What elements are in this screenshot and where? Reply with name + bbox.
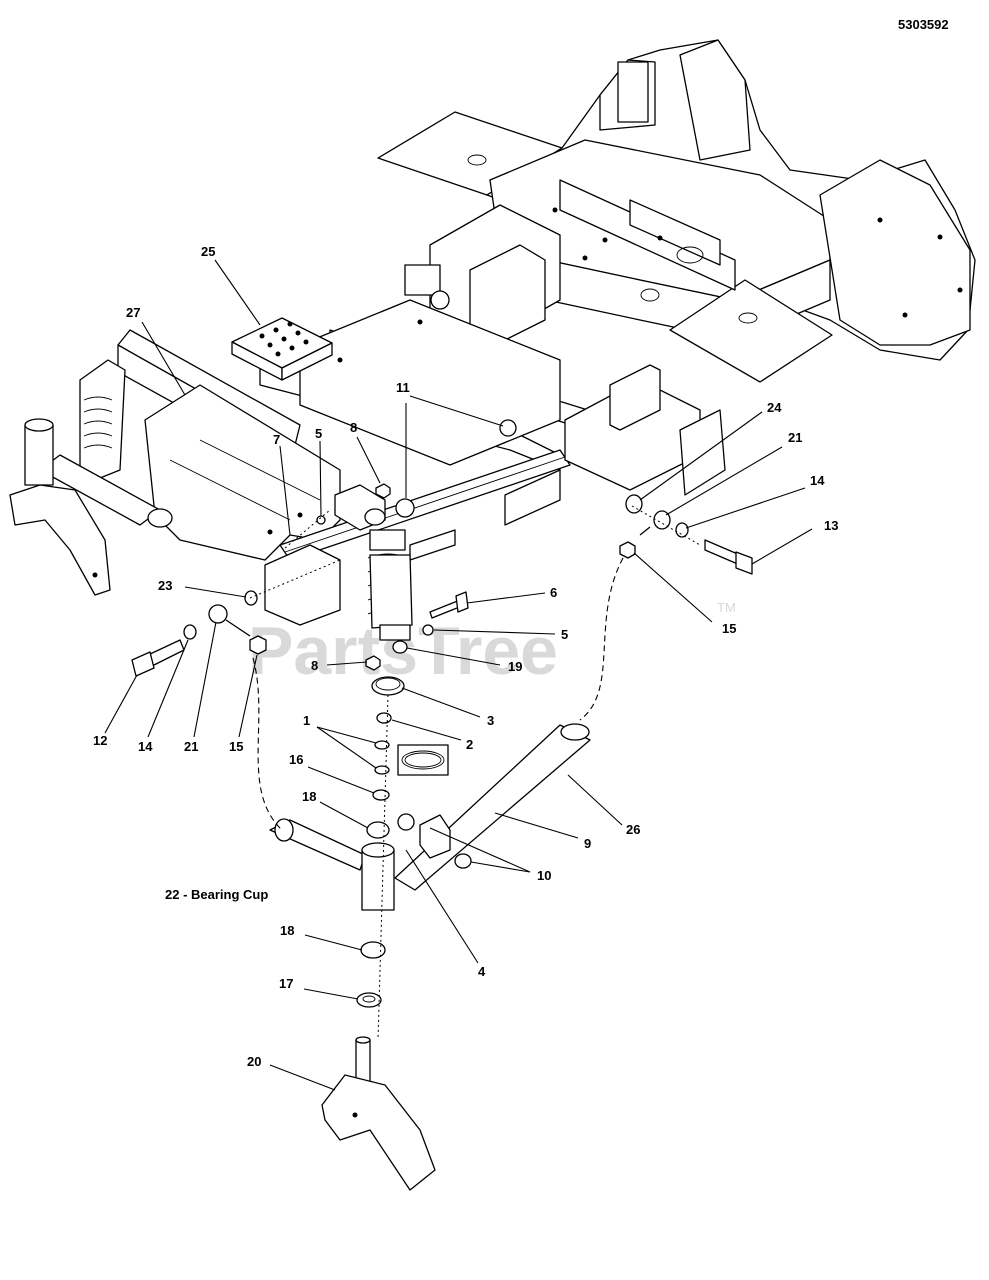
label-5-upper: 5: [315, 426, 322, 441]
label-21-left: 21: [184, 739, 198, 754]
guide-lines: [249, 505, 701, 1041]
label-6: 6: [550, 585, 557, 600]
label-7: 7: [273, 432, 280, 447]
label-15-left: 15: [229, 739, 243, 754]
label-8-upper: 8: [350, 420, 357, 435]
label-16: 16: [289, 752, 303, 767]
front-axle-stack: [269, 676, 591, 1191]
label-10: 10: [537, 868, 551, 883]
diagram-id: 5303592: [898, 17, 949, 32]
label-12: 12: [93, 733, 107, 748]
center-shock: [334, 484, 413, 654]
label-24: 24: [767, 400, 782, 415]
label-2: 2: [466, 737, 473, 752]
label-20: 20: [247, 1054, 261, 1069]
label-1: 1: [303, 713, 310, 728]
label-18-lower: 18: [280, 923, 294, 938]
main-frame: [377, 39, 976, 383]
label-14-left: 14: [138, 739, 153, 754]
part-25-plate: [231, 317, 333, 381]
label-14-right: 14: [810, 473, 825, 488]
label-25: 25: [201, 244, 215, 259]
label-27: 27: [126, 305, 140, 320]
label-11: 11: [396, 380, 410, 395]
leader-lines: [104, 259, 813, 1091]
label-13: 13: [824, 518, 838, 533]
label-15-right: 15: [722, 621, 736, 636]
label-26: 26: [626, 822, 640, 837]
label-4: 4: [478, 964, 486, 979]
label-21-right: 21: [788, 430, 802, 445]
label-8-lower: 8: [311, 658, 318, 673]
left-shock-assembly: [9, 359, 173, 596]
hardware: [131, 419, 753, 677]
label-9: 9: [584, 836, 591, 851]
callout-labels: 25 27 11 24 7 5 8 21 14 13 23 6 5 15 8 1…: [93, 244, 838, 1069]
label-3: 3: [487, 713, 494, 728]
label-19: 19: [508, 659, 522, 674]
watermark-tm: TM: [717, 600, 736, 615]
front-frame: [117, 299, 726, 626]
label-23: 23: [158, 578, 172, 593]
label-5-lower: 5: [561, 627, 568, 642]
label-18-upper: 18: [302, 789, 316, 804]
label-17: 17: [279, 976, 293, 991]
label-22-bearing-cup: 22 - Bearing Cup: [165, 887, 268, 902]
